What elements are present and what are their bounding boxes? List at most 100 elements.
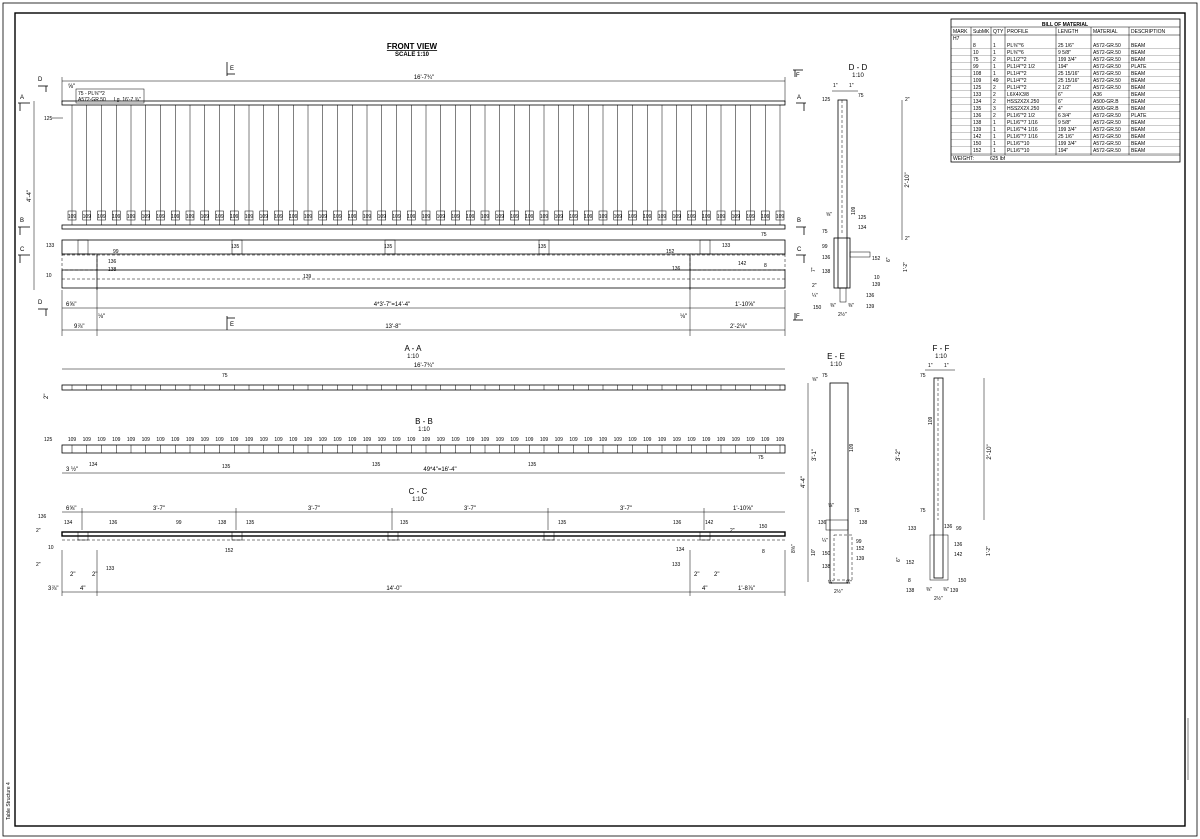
- svg-text:⅜": ⅜": [943, 587, 949, 593]
- svg-text:136: 136: [866, 293, 875, 299]
- front-picket-tag: [731, 210, 740, 221]
- svg-text:152: 152: [906, 560, 915, 566]
- bom-cell: 3: [993, 106, 996, 112]
- bom-header-cell: SubMK: [973, 29, 990, 35]
- section-bb-picket-mark: 109: [599, 437, 608, 443]
- section-bb-rail: [61, 444, 786, 454]
- bom-cell: 2 1/2": [1058, 85, 1071, 91]
- svg-text:139: 139: [856, 556, 865, 562]
- svg-text:99: 99: [113, 249, 119, 255]
- front-right-end-plate: [689, 253, 786, 271]
- section-bb-picket-mark: 109: [584, 437, 593, 443]
- front-picket-tag: [377, 210, 386, 221]
- front-note-length: Lg. 16'-7 ¾": [114, 97, 141, 103]
- section-bb-picket-mark: 109: [776, 437, 785, 443]
- front-picket-tag: [215, 210, 224, 221]
- front-picket-tag: [259, 210, 268, 221]
- svg-text:2": 2": [812, 283, 817, 289]
- section-bb-picket-mark: 109: [333, 437, 342, 443]
- svg-text:142: 142: [954, 552, 963, 558]
- front-picket-tag: [97, 210, 106, 221]
- front-picket-mark: 109: [496, 214, 505, 220]
- section-bb-picket-mark: 109: [407, 437, 416, 443]
- front-left-end-plate: [61, 253, 98, 271]
- svg-text:3 ½": 3 ½": [66, 466, 78, 473]
- svg-text:1'-2": 1'-2": [903, 262, 909, 272]
- front-post-5: [699, 239, 711, 255]
- section-bb-picket-mark: 109: [555, 437, 564, 443]
- front-bottom-mark: 75: [761, 232, 767, 238]
- svg-text:¼": ¼": [812, 293, 818, 299]
- svg-text:133: 133: [106, 566, 115, 572]
- section-marker-f-bottom: F: [793, 313, 803, 321]
- front-note-box: [75, 88, 145, 104]
- bom-header-cell: LENGTH: [1058, 29, 1079, 35]
- section-marker-b-left: B: [18, 218, 30, 235]
- bom-cell: A572-GR.50: [1093, 64, 1121, 70]
- front-picket-mark: 109: [717, 214, 726, 220]
- section-bb-picket-mark: 109: [304, 437, 313, 443]
- bom-cell: 136: [973, 113, 982, 119]
- bom-cell: BEAM: [1131, 127, 1145, 133]
- svg-text:134: 134: [858, 225, 867, 231]
- bom-cell: HSS2X2X.250: [1007, 99, 1039, 105]
- bom-cell: 125: [973, 85, 982, 91]
- bom-cell: 1: [993, 64, 996, 70]
- bom-cell: 199 3/4": [1058, 57, 1077, 63]
- svg-text:75: 75: [920, 373, 926, 379]
- svg-text:⅜": ⅜": [848, 303, 854, 309]
- front-picket-mark: 109: [392, 214, 401, 220]
- svg-text:6": 6": [886, 257, 892, 262]
- front-picket-tag: [525, 210, 534, 221]
- svg-text:109: 109: [928, 416, 934, 425]
- bom-cell: BEAM: [1131, 85, 1145, 91]
- front-picket-tag: [171, 210, 180, 221]
- section-marker-c-left: C: [18, 247, 30, 263]
- svg-text:138: 138: [108, 267, 117, 273]
- section-cc-title: C - C: [409, 487, 428, 496]
- front-picket-tag: [716, 210, 726, 221]
- bom-cell: 6": [1058, 92, 1063, 98]
- svg-text:139: 139: [303, 274, 312, 280]
- svg-text:142: 142: [705, 520, 714, 526]
- front-picket-mark: 109: [348, 214, 357, 220]
- bom-cell: 1: [993, 50, 996, 56]
- svg-text:¼": ¼": [822, 538, 828, 544]
- front-picket-tag: [657, 210, 667, 221]
- svg-text:10: 10: [48, 545, 54, 551]
- svg-text:152: 152: [872, 256, 881, 262]
- front-picket-mark: 109: [215, 214, 224, 220]
- bom-cell: BEAM: [1131, 120, 1145, 126]
- section-dd: D - D 1:10 1" 1" 125 75 2" 2'-10" 109 ⅝"…: [811, 63, 911, 318]
- svg-text:152: 152: [666, 249, 675, 255]
- svg-text:F: F: [796, 73, 800, 79]
- section-cc: C - C 1:10 6⅝" 3'-7" 3'-7" 3'-7" 3'-7" 1…: [36, 487, 786, 596]
- bom-header-cell: DESCRIPTION: [1131, 29, 1166, 35]
- bom-cell: 139: [973, 127, 982, 133]
- front-picket-mark: 109: [378, 214, 387, 220]
- bom-cell: BEAM: [1131, 106, 1145, 112]
- svg-text:136: 136: [818, 520, 827, 526]
- svg-text:135: 135: [384, 244, 393, 250]
- svg-text:⅛": ⅛": [680, 314, 687, 320]
- svg-text:136: 136: [944, 524, 953, 530]
- section-bb-picket-mark: 109: [525, 437, 534, 443]
- svg-text:135: 135: [222, 464, 231, 470]
- bom-cell: 1: [993, 134, 996, 140]
- svg-text:150: 150: [759, 524, 768, 530]
- front-picket-tag: [112, 210, 121, 221]
- svg-text:99: 99: [822, 244, 828, 250]
- bom-cell: A572-GR.50: [1093, 113, 1121, 119]
- bom-cell: HSS2X2X.250: [1007, 106, 1039, 112]
- svg-text:D: D: [38, 77, 43, 83]
- svg-text:10: 10: [46, 273, 52, 279]
- bom-cell: A572-GR.50: [1093, 134, 1121, 140]
- front-picket-tag: [510, 210, 519, 221]
- section-bb-picket-mark: 109: [614, 437, 623, 443]
- svg-text:134: 134: [89, 462, 98, 468]
